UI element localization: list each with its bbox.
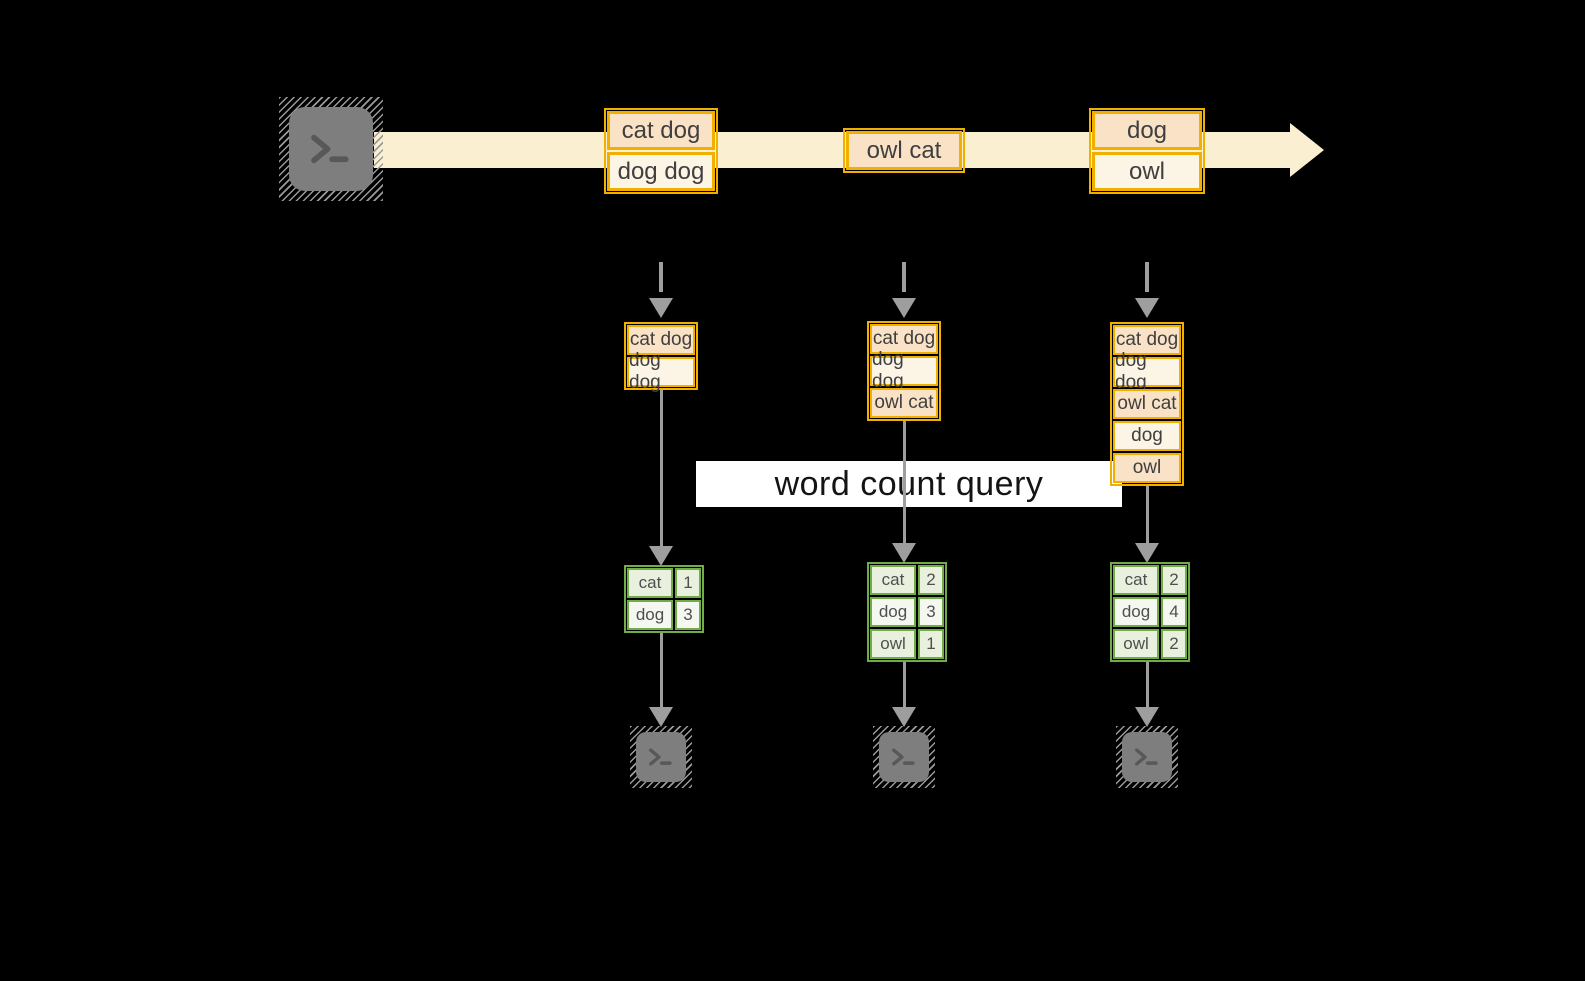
count-cell: 1	[918, 629, 944, 659]
word-cell: cat	[627, 568, 673, 598]
message-cell: cat dog	[607, 111, 715, 150]
arrow-head-icon	[1135, 543, 1159, 563]
arrow-line	[660, 631, 663, 709]
arrow-head-icon	[1135, 707, 1159, 727]
arrow-head-icon	[892, 707, 916, 727]
arrow-head-icon	[892, 543, 916, 563]
count-cell: 3	[918, 597, 944, 627]
window-cell: dog	[1113, 421, 1181, 451]
arrow-line	[903, 419, 906, 545]
dashed-arrow-line	[902, 262, 906, 292]
count-cell: 2	[918, 565, 944, 595]
window-stack-2: cat dog dog dog owl cat	[867, 321, 941, 421]
message-cell: owl cat	[846, 131, 962, 170]
dashed-arrow-head-icon	[892, 298, 916, 318]
arrow-line	[1146, 662, 1149, 709]
source-terminal-icon	[279, 97, 383, 201]
word-cell: owl	[870, 629, 916, 659]
count-table-1: cat 1 dog 3	[624, 565, 704, 633]
stream-arrow-head-icon	[1290, 123, 1324, 177]
terminal-screen	[636, 732, 686, 782]
query-label-banner: word count query	[696, 461, 1122, 507]
window-cell: dog dog	[870, 349, 938, 392]
word-cell: dog	[1113, 597, 1159, 627]
dashed-arrow-line	[1145, 262, 1149, 292]
word-cell: cat	[1113, 565, 1159, 595]
dashed-arrow-line	[659, 262, 663, 292]
count-table-2: cat 2 dog 3 owl 1	[867, 562, 947, 662]
arrow-head-icon	[649, 546, 673, 566]
word-cell: dog	[627, 600, 673, 630]
arrow-line	[660, 388, 663, 548]
word-cell: owl	[1113, 629, 1159, 659]
message-box-3: dog owl	[1089, 108, 1205, 194]
dashed-arrow-head-icon	[649, 298, 673, 318]
sink-terminal-icon	[630, 726, 692, 788]
terminal-prompt-icon	[649, 748, 672, 766]
terminal-prompt-icon	[311, 134, 349, 164]
terminal-screen	[879, 732, 929, 782]
window-cell: dog dog	[627, 350, 695, 393]
message-cell: owl	[1092, 152, 1202, 191]
query-label: word count query	[774, 464, 1044, 503]
message-box-1: cat dog dog dog	[604, 108, 718, 194]
dashed-arrow-head-icon	[1135, 298, 1159, 318]
arrow-line	[1146, 484, 1149, 545]
window-cell: owl	[1113, 453, 1181, 483]
window-cell: cat dog	[627, 325, 695, 355]
window-cell: dog dog	[1113, 350, 1181, 393]
sink-terminal-icon	[1116, 726, 1178, 788]
sink-terminal-icon	[873, 726, 935, 788]
terminal-screen	[1122, 732, 1172, 782]
arrow-head-icon	[649, 707, 673, 727]
window-cell: cat dog	[1113, 325, 1181, 355]
count-cell: 1	[675, 568, 701, 598]
window-stack-1: cat dog dog dog	[624, 322, 698, 393]
message-cell: dog dog	[607, 152, 715, 191]
count-table-3: cat 2 dog 4 owl 2	[1110, 562, 1190, 662]
count-cell: 2	[1161, 629, 1187, 659]
terminal-screen	[289, 107, 373, 191]
terminal-prompt-icon	[1135, 748, 1158, 766]
count-cell: 3	[675, 600, 701, 630]
arrow-line	[903, 662, 906, 709]
message-cell: dog	[1092, 111, 1202, 150]
word-cell: cat	[870, 565, 916, 595]
window-stack-3: cat dog dog dog owl cat dog owl	[1110, 322, 1184, 486]
window-cell: cat dog	[870, 324, 938, 354]
word-cell: dog	[870, 597, 916, 627]
window-cell: owl cat	[1113, 389, 1181, 419]
message-box-2: owl cat	[843, 128, 965, 173]
terminal-prompt-icon	[892, 748, 915, 766]
window-cell: owl cat	[870, 388, 938, 418]
count-cell: 4	[1161, 597, 1187, 627]
count-cell: 2	[1161, 565, 1187, 595]
